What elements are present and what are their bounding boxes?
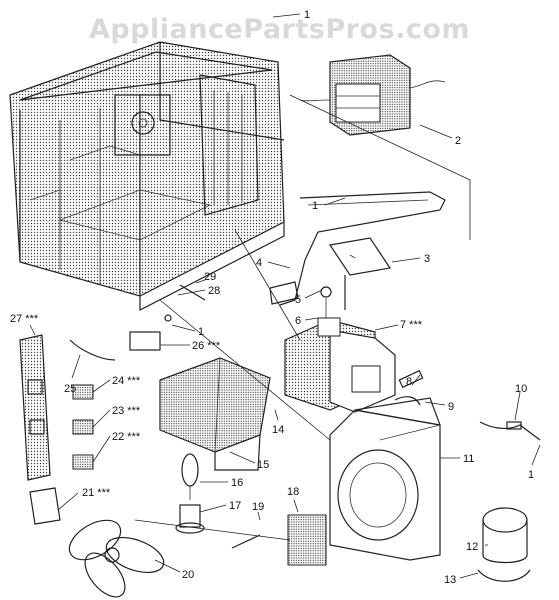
latch-board (19, 334, 51, 481)
callout-14: 14 (272, 424, 284, 436)
callout-11: 11 (463, 453, 474, 465)
watermark: AppliancePartsPros.com (88, 14, 471, 45)
switch-bracket (29, 487, 61, 525)
interlock-switches (72, 384, 94, 470)
callout-15: 15 (257, 459, 269, 471)
callout-18: 18 (287, 486, 299, 498)
callout-1b: 1 (312, 200, 318, 212)
callout-22: 22 *** (112, 431, 141, 443)
callout-labels: 1 2 1 3 4 5 6 7 *** 8 9 10 1 11 12 13 14… (10, 9, 534, 586)
callout-20: 20 (182, 569, 194, 581)
callout-5: 5 (295, 294, 301, 306)
callout-12: 12 (466, 541, 478, 553)
callout-7: 7 *** (400, 319, 423, 331)
diode-and-clip (394, 369, 424, 406)
callout-2: 2 (455, 135, 461, 147)
callout-29: 29 (204, 271, 216, 283)
air-duct (159, 357, 271, 471)
callout-13: 13 (444, 574, 456, 586)
callout-17: 17 (229, 500, 241, 512)
callout-24: 24 *** (112, 375, 141, 387)
callout-10: 10 (515, 383, 527, 395)
callout-25: 25 (64, 383, 76, 395)
callout-23: 23 *** (112, 405, 141, 417)
callout-9: 9 (448, 401, 454, 413)
wire-harness (69, 331, 161, 361)
callout-4: 4 (256, 257, 262, 269)
fan-motor (175, 453, 205, 534)
cabinet-chassis (9, 41, 285, 311)
callout-1a: 1 (304, 9, 310, 21)
magnetron (284, 286, 396, 413)
callout-16: 16 (231, 477, 243, 489)
fuse (479, 421, 541, 441)
callout-8: 8 (406, 376, 412, 388)
callout-1c: 1 (528, 469, 534, 481)
fan-housing (329, 397, 441, 561)
capacitor (477, 507, 531, 582)
callout-3: 3 (424, 253, 430, 265)
callout-leaders (29, 13, 541, 579)
stirrer-motor (231, 514, 327, 566)
callout-21: 21 *** (82, 487, 111, 499)
mounting-plate (328, 237, 392, 310)
callout-27: 27 *** (10, 313, 39, 325)
callout-6: 6 (295, 315, 301, 327)
transformer (299, 54, 446, 136)
callout-1d: 1 (198, 326, 204, 338)
callout-19: 19 (252, 501, 264, 513)
bracket (269, 191, 446, 306)
connection-lines (134, 94, 471, 541)
callout-26: 26 *** (192, 340, 221, 352)
callout-28: 28 (208, 285, 220, 297)
fan-blade (68, 519, 165, 598)
